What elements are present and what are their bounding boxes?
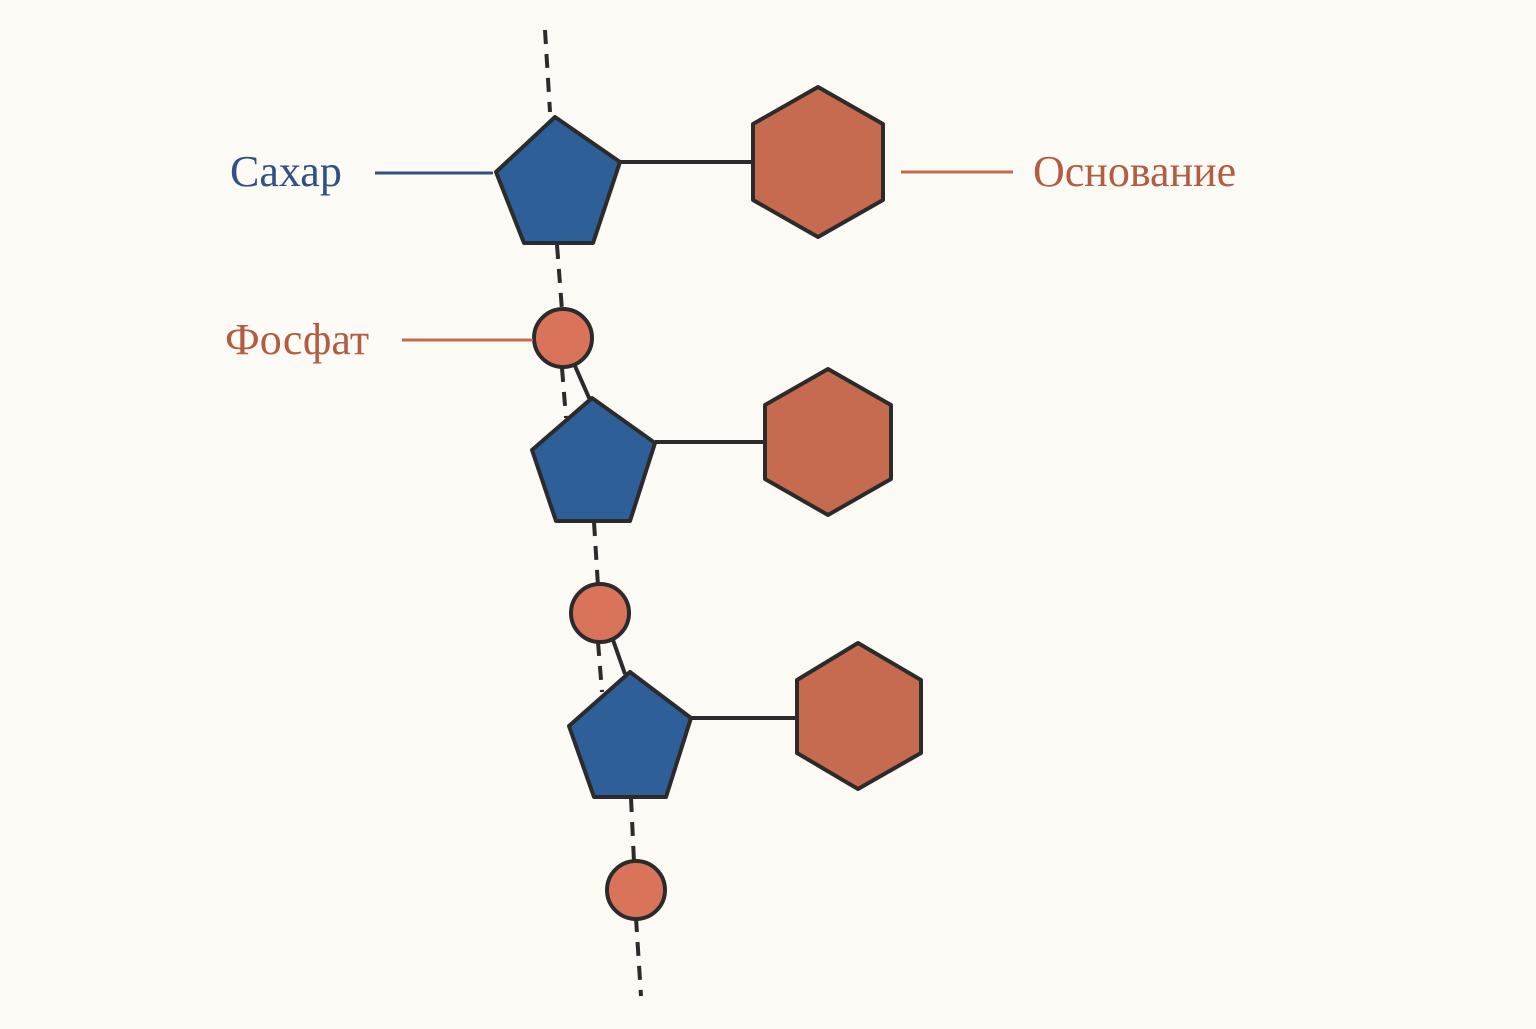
backbone-dash-5	[629, 797, 636, 863]
base-hexagon	[795, 641, 923, 791]
base-hexagon	[763, 367, 893, 517]
phosphate-sugar-link-2	[611, 639, 627, 675]
glycosidic-bonds	[620, 160, 797, 720]
base-label: Основание	[1033, 147, 1236, 196]
phosphate-circle	[569, 582, 631, 644]
phosphate-sugar-link-1	[573, 365, 592, 401]
backbone-dash-1	[555, 244, 564, 311]
backbone-bottom-dash	[634, 917, 643, 997]
backbone-dash-2	[560, 367, 568, 419]
backbone-dash-3	[592, 521, 600, 587]
backbone-top-dash	[543, 29, 552, 113]
sugar-pentagon	[567, 670, 693, 799]
backbone	[543, 29, 643, 997]
base-hexagon	[751, 85, 885, 239]
phosphate-circle	[605, 859, 667, 921]
phosphates	[532, 307, 667, 921]
labels: Сахар Фосфат Основание	[225, 147, 1236, 364]
phosphate-circle	[532, 307, 594, 369]
bases	[751, 85, 923, 791]
sugar-pentagon	[530, 396, 657, 523]
leader-lines	[375, 170, 1013, 342]
sugar-pentagon	[494, 115, 622, 245]
sugars	[494, 115, 693, 799]
backbone-dash-4	[596, 641, 604, 693]
sugar-label: Сахар	[230, 147, 342, 196]
phosphodiester-links	[573, 365, 627, 675]
phosphate-label: Фосфат	[225, 315, 369, 364]
